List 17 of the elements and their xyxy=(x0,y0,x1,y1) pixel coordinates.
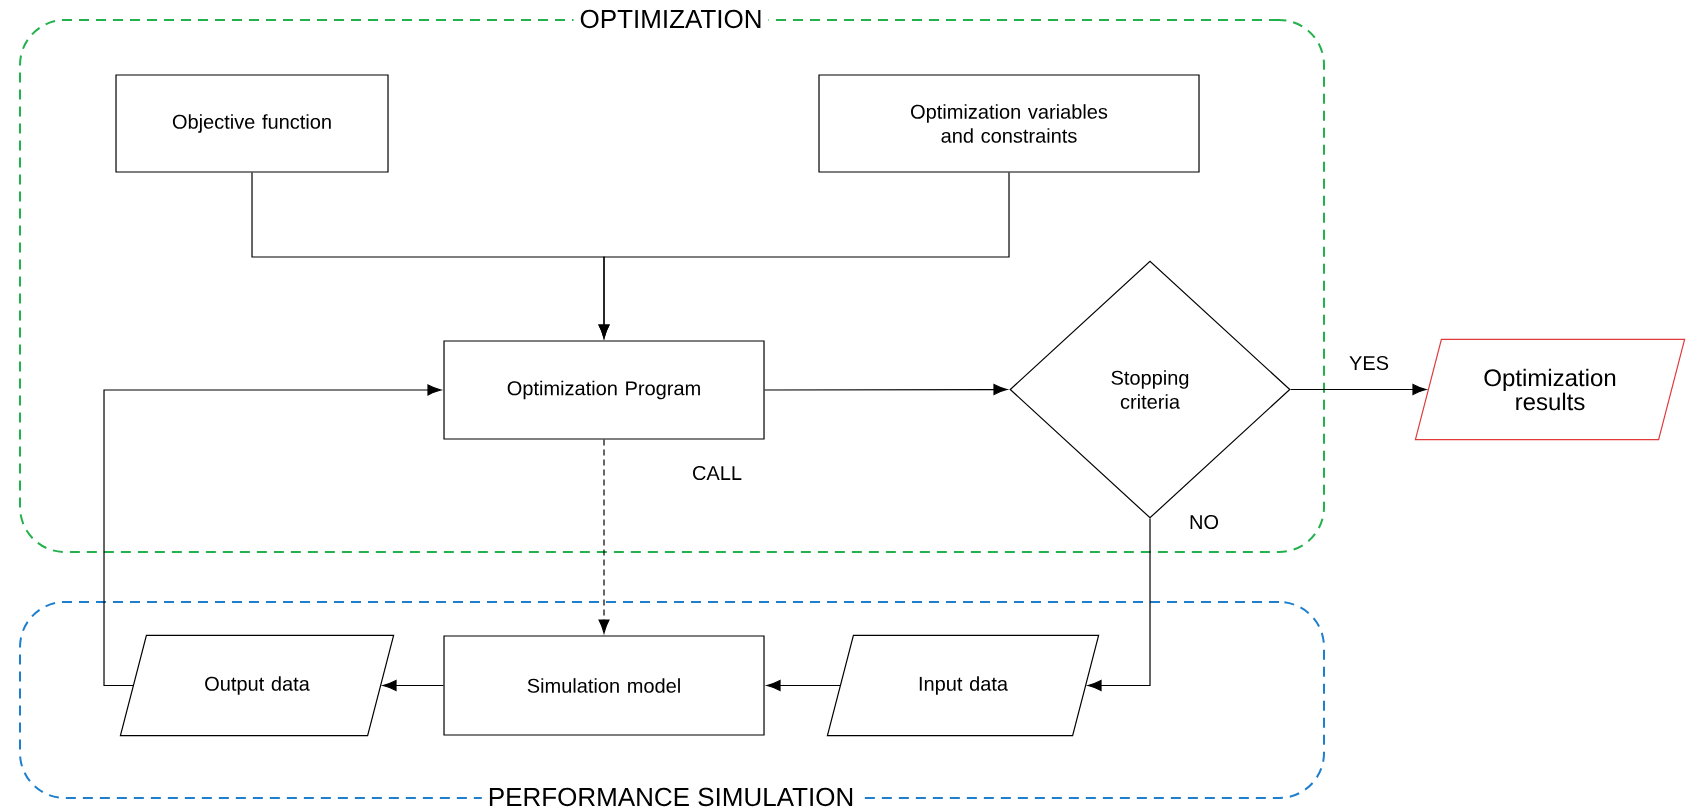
arrow xyxy=(1290,383,1427,396)
arrow xyxy=(1087,518,1151,692)
process-box: Objective function xyxy=(115,74,389,173)
arrow xyxy=(764,383,1008,396)
process-box: Simulation model xyxy=(443,635,765,736)
data-parallelogram: Input data xyxy=(826,634,1100,737)
process-box: Optimization variables and constraints xyxy=(818,74,1200,173)
edge-label: CALL xyxy=(690,463,745,483)
arrow xyxy=(766,679,841,692)
process-box: Optimization Program xyxy=(443,340,765,440)
data-parallelogram: Optimization results xyxy=(1414,338,1686,441)
arrow xyxy=(382,679,444,692)
arrow xyxy=(598,439,610,634)
data-parallelogram: Output data xyxy=(119,634,395,737)
arrow xyxy=(103,384,442,687)
arrow xyxy=(598,172,1010,339)
edge-label: YES xyxy=(1347,353,1391,373)
